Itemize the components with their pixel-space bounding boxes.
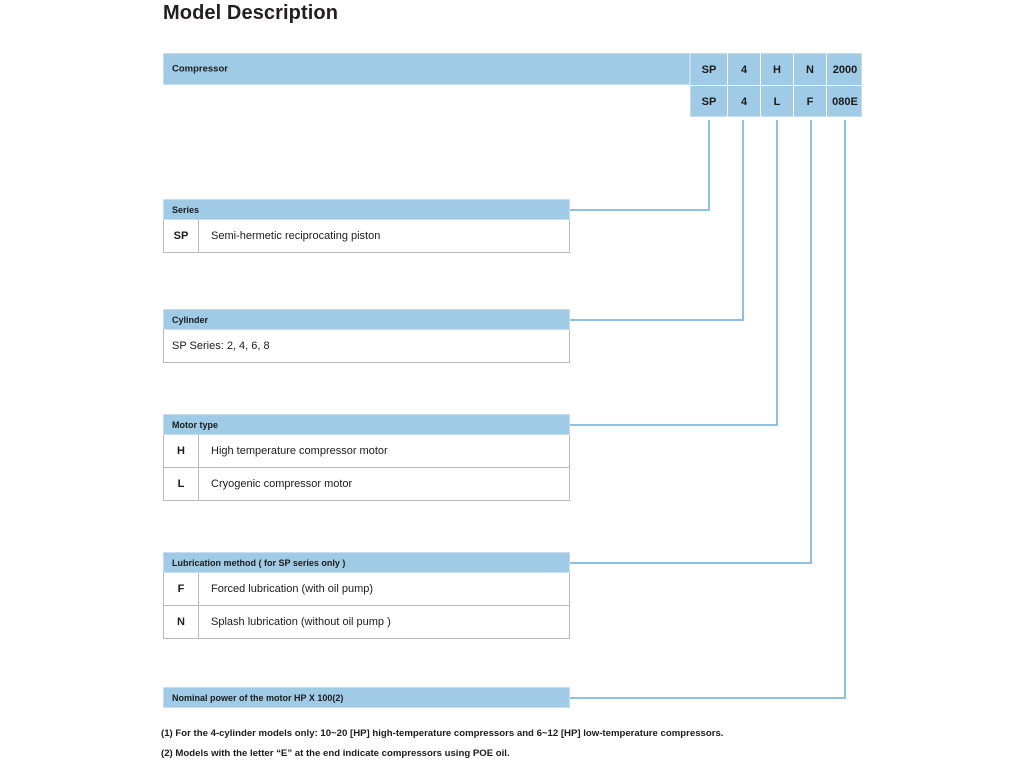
model-code-grid: SP 4 H N 2000 SP 4 L F 080E [690,53,863,118]
compressor-label-bar: Compressor [163,53,690,85]
footnote-2: (2) Models with the letter “E” at the en… [161,748,510,759]
section-lubrication-method: Lubrication method ( for SP series only … [163,552,570,639]
section-motor-type: Motor type H High temperature compressor… [163,414,570,501]
code-cell-lubrication-row2: F [794,86,827,118]
table-row: SP Semi-hermetic reciprocating piston [163,220,570,253]
code-cell-series-row1: SP [691,54,728,86]
footnote-1: (1) For the 4-cylinder models only: 10~2… [161,728,724,739]
code-cell-motor-row2: L [761,86,794,118]
section-nominal-power: Nominal power of the motor HP X 100(2) [163,687,570,708]
row-code-l: L [164,468,199,500]
section-header-series: Series [163,199,570,220]
code-cell-power-row1: 2000 [827,54,863,86]
connector-line-cylinder-vertical [742,120,744,320]
footnotes: (1) For the 4-cylinder models only: 10~2… [161,724,861,764]
section-series: Series SP Semi-hermetic reciprocating pi… [163,199,570,253]
connector-line-lubrication-vertical [810,120,812,563]
row-code-f: F [164,573,199,605]
section-header-motor-type: Motor type [163,414,570,435]
code-cell-cylinder-row1: 4 [728,54,761,86]
page-title: Model Description [163,2,339,24]
row-description-sp: Semi-hermetic reciprocating piston [211,230,381,242]
compressor-label: Compressor [172,63,228,75]
row-description-n: Splash lubrication (without oil pump ) [211,616,391,628]
table-row: F Forced lubrication (with oil pump) [163,573,570,606]
row-code-sp: SP [164,220,199,252]
code-cell-lubrication-row1: N [794,54,827,86]
section-header-lubrication-method: Lubrication method ( for SP series only … [163,552,570,573]
code-cell-series-row2: SP [691,86,728,118]
code-cell-motor-row1: H [761,54,794,86]
connector-line-lubrication-horizontal [570,562,812,564]
section-header-cylinder: Cylinder [163,309,570,330]
row-description-l: Cryogenic compressor motor [211,478,353,490]
connector-line-power-vertical [844,120,846,698]
table-row: L Cryogenic compressor motor [163,468,570,501]
section-header-nominal-power: Nominal power of the motor HP X 100(2) [163,687,570,708]
table-row: H High temperature compressor motor [163,435,570,468]
table-row: N Splash lubrication (without oil pump ) [163,606,570,639]
connector-line-series-vertical [708,120,710,210]
section-cylinder: Cylinder SP Series: 2, 4, 6, 8 [163,309,570,363]
row-code-n: N [164,606,199,638]
table-row: SP Series: 2, 4, 6, 8 [163,330,570,363]
connector-line-motor-vertical [776,120,778,425]
code-cell-power-row2: 080E [832,96,858,108]
row-code-h: H [164,435,199,467]
connector-line-motor-horizontal [570,424,778,426]
row-description-cylinder: SP Series: 2, 4, 6, 8 [172,340,270,352]
connector-line-cylinder-horizontal [570,319,744,321]
row-description-f: Forced lubrication (with oil pump) [211,583,374,595]
connector-line-series-horizontal [570,209,710,211]
code-cell-cylinder-row2: 4 [728,86,761,118]
row-description-h: High temperature compressor motor [211,445,388,457]
connector-line-power-horizontal [570,697,846,699]
model-code-table: Compressor SP 4 H N 2000 SP 4 L F 080E [163,53,863,118]
